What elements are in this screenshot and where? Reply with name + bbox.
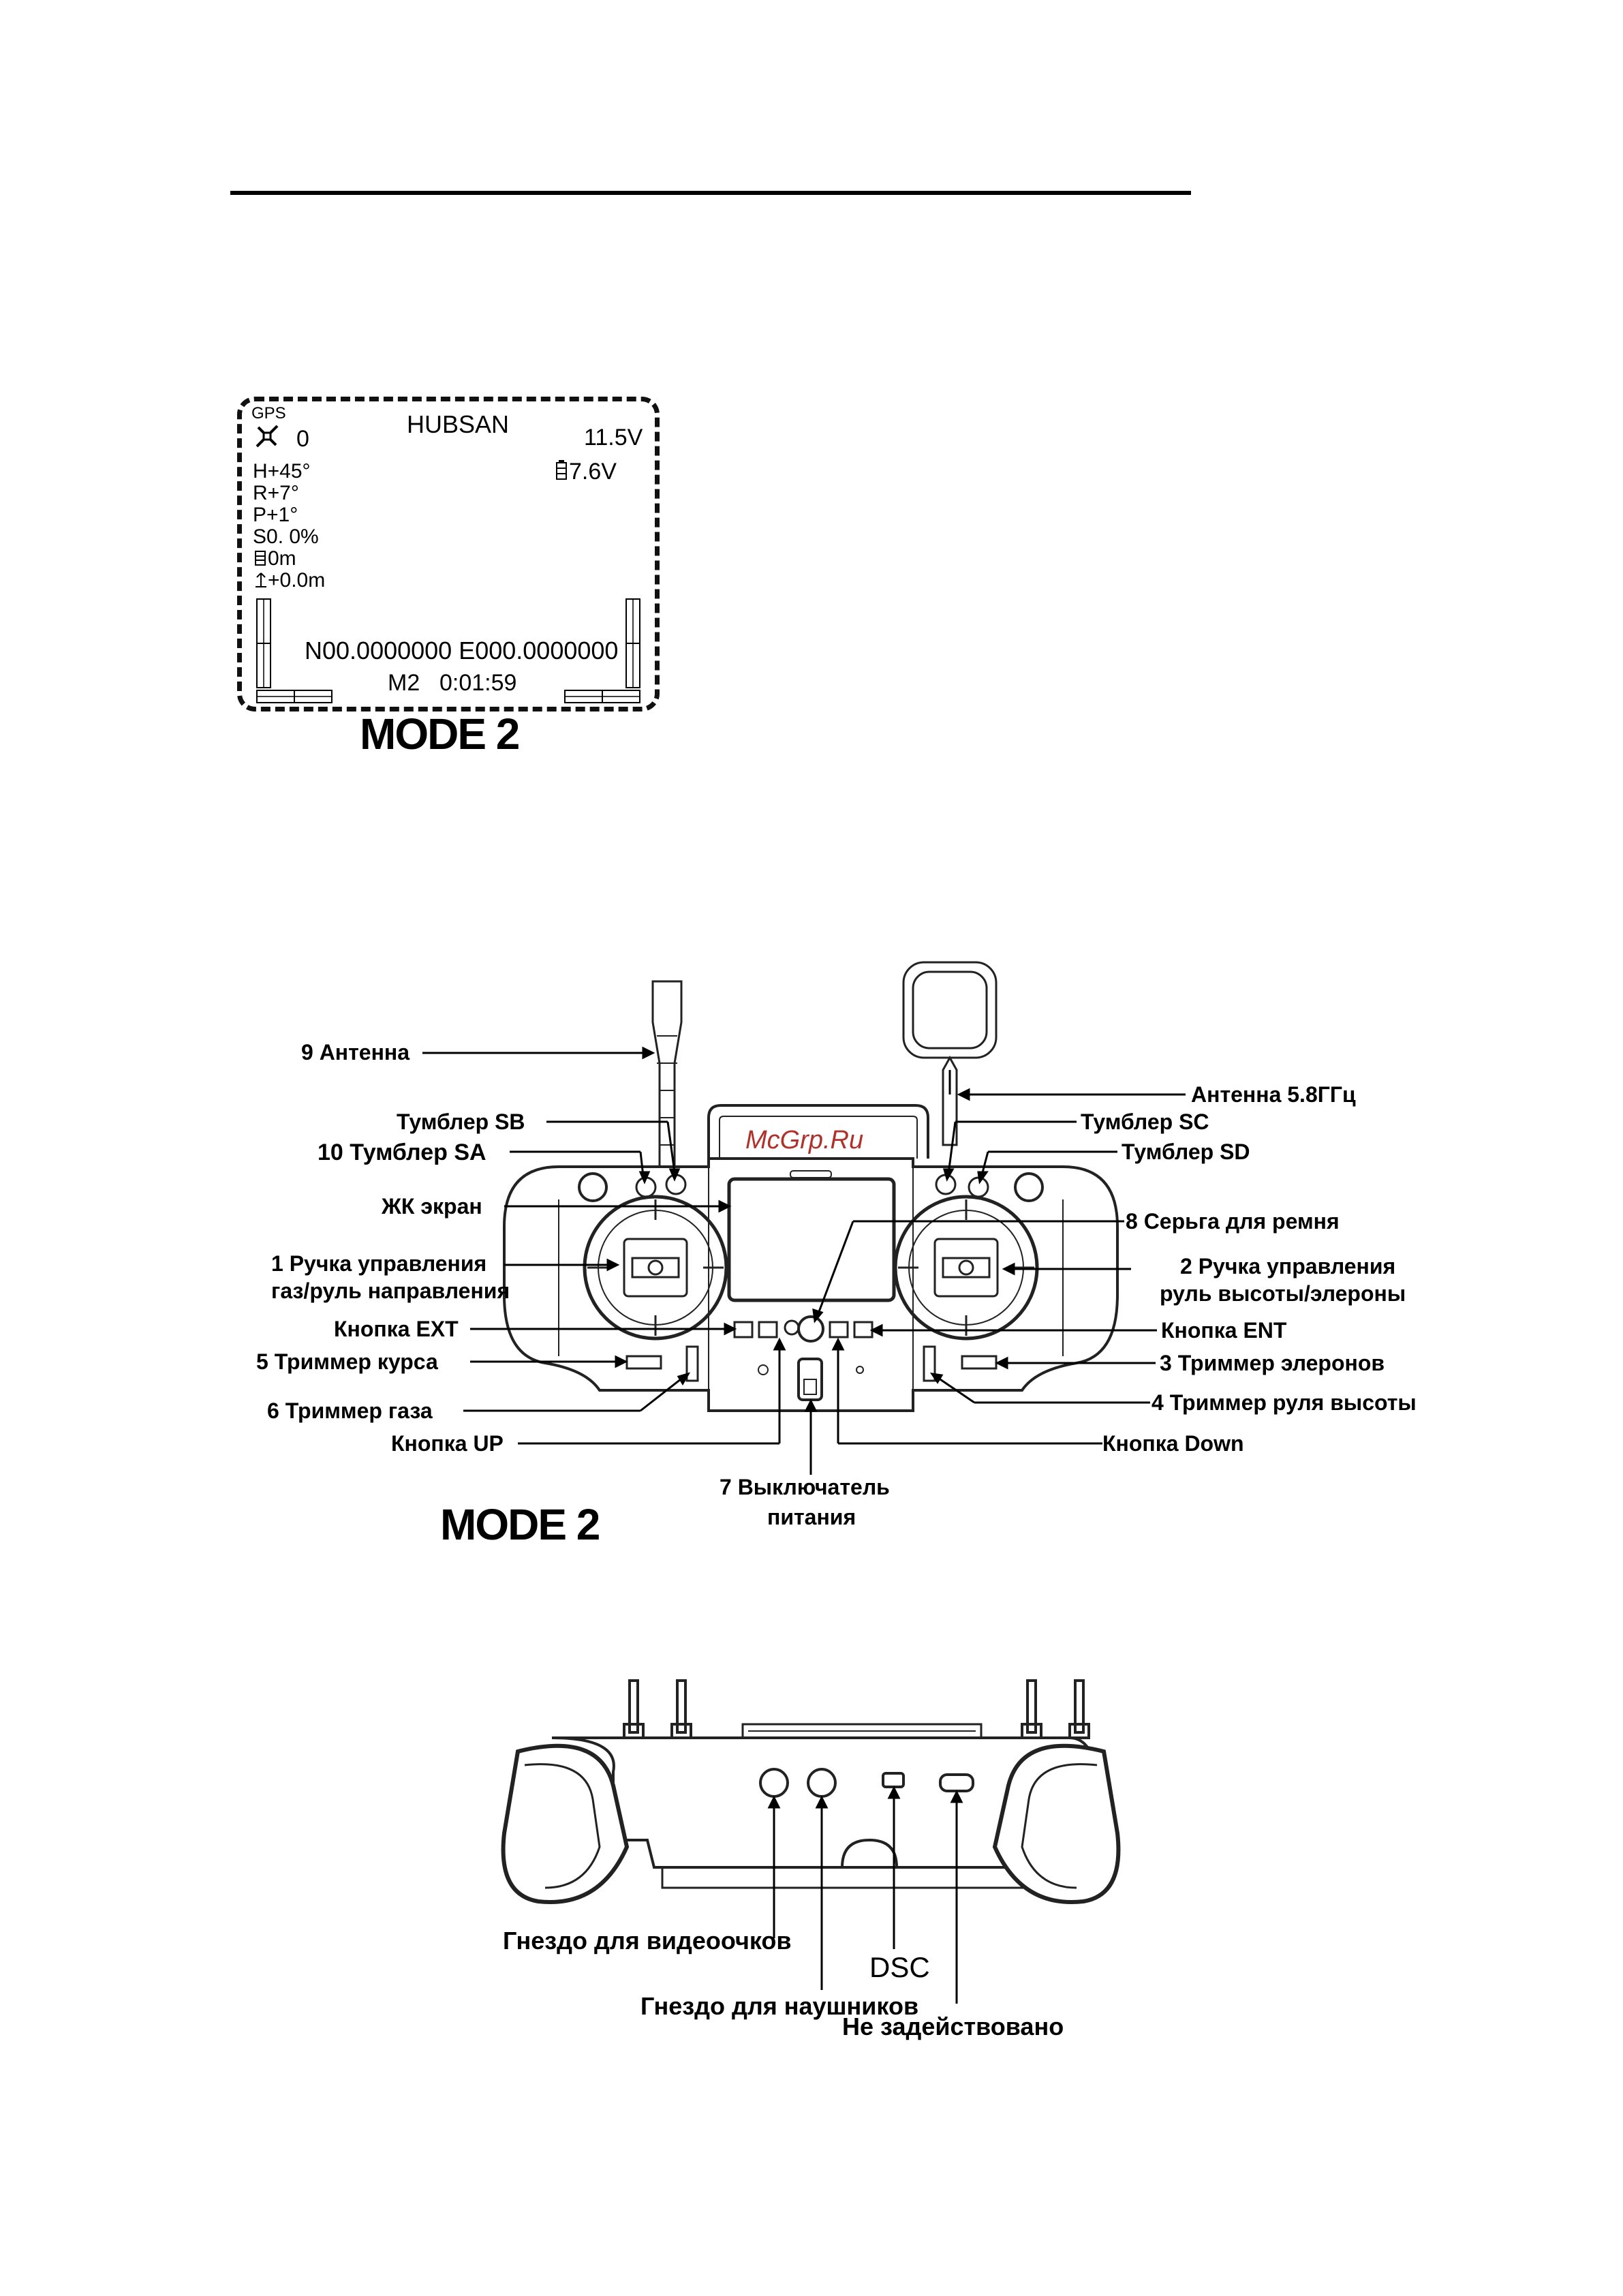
distance-icon — [255, 551, 266, 566]
label-btn-down: Кнопка Down — [1102, 1431, 1244, 1456]
lcd-sat-count: 0 — [296, 426, 309, 452]
label-headphones-jack: Гнездо для наушников — [640, 1992, 919, 2020]
label-switch-sc: Тумблер SC — [1081, 1109, 1209, 1134]
lcd-gps-label: GPS — [251, 404, 286, 423]
lcd-tx-voltage: 11.5V — [584, 425, 643, 450]
label-stick2-line2: руль высоты/элероны — [1160, 1281, 1406, 1306]
label-stick2-line1: 2 Ручка управления — [1180, 1254, 1396, 1279]
label-power-line1: 7 Выключатель — [720, 1475, 890, 1499]
altitude-icon — [256, 572, 266, 587]
label-unused-port: Не задействовано — [842, 2012, 1064, 2040]
label-btn-ent: Кнопка ENT — [1161, 1318, 1287, 1343]
watermark: McGrp.Ru — [743, 1126, 867, 1155]
label-strap-ring: 8 Серьга для ремня — [1126, 1209, 1340, 1234]
lcd-timer: 0:01:59 — [439, 670, 517, 696]
lcd-pitch: P+1° — [253, 504, 298, 526]
label-goggles-jack: Гнездо для видеоочков — [503, 1927, 792, 1955]
label-switch-sd: Тумблер SD — [1122, 1139, 1250, 1164]
lcd-distance: 0m — [268, 547, 296, 570]
lcd-coordinates: N00.0000000 E000.0000000 — [305, 637, 619, 664]
label-switch-sa: 10 Тумблер SA — [318, 1139, 486, 1165]
label-antenna: 9 Антенна — [301, 1040, 410, 1065]
lcd-brand: HUBSAN — [407, 410, 510, 438]
label-lcd-screen: ЖК экран — [382, 1194, 482, 1219]
label-trim3: 3 Триммер элеронов — [1160, 1351, 1385, 1375]
label-btn-ext: Кнопка EXT — [334, 1317, 459, 1341]
lcd-altitude: +0.0m — [268, 569, 326, 592]
lcd-drone-voltage: 7.6V — [569, 459, 617, 485]
label-antenna-58: Антенна 5.8ГГц — [1191, 1082, 1356, 1107]
label-trim6: 6 Триммер газа — [267, 1398, 433, 1423]
lcd-speed: S0. 0% — [253, 525, 319, 548]
label-power-line2: питания — [767, 1505, 856, 1529]
label-switch-sb: Тумблер SB — [397, 1109, 525, 1134]
lcd-mode: M2 — [388, 670, 420, 696]
mode-label-top: MODE 2 — [360, 709, 520, 759]
satellite-icon — [256, 425, 279, 448]
label-dsc: DSC — [869, 1951, 930, 1983]
lcd-trim-bars — [256, 598, 640, 703]
mode-label-bottom: MODE 2 — [440, 1500, 600, 1549]
label-trim4: 4 Триммер руля высоты — [1151, 1390, 1417, 1415]
label-stick1-line1: 1 Ручка управления — [271, 1251, 487, 1276]
battery-icon — [556, 460, 567, 480]
lcd-heading: H+45° — [253, 460, 311, 483]
label-trim5: 5 Триммер курса — [256, 1349, 438, 1374]
lcd-roll: R+7° — [253, 482, 299, 504]
lcd-screen-illustration: GPS 0 HUBSAN 11.5V H+45° R+7° P+1° S0. 0… — [237, 397, 660, 711]
label-stick1-line2: газ/руль направления — [271, 1279, 510, 1303]
label-btn-up: Кнопка UP — [391, 1431, 504, 1456]
header-rule — [230, 191, 1191, 195]
